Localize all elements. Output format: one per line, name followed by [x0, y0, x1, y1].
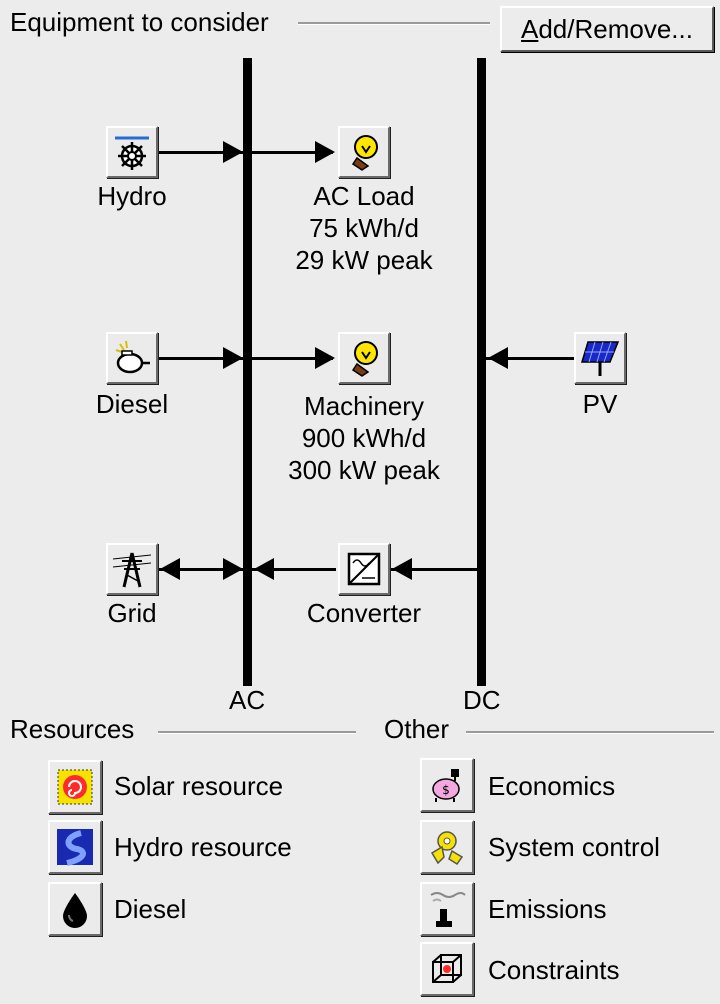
emissions-button[interactable]	[420, 882, 474, 936]
pv-to-dc-arrow	[488, 347, 508, 369]
grid-label: Grid	[107, 598, 157, 628]
diesel-fuel-label[interactable]: Diesel	[114, 894, 187, 924]
dc-bus-label: DC	[463, 685, 501, 715]
smokestack-icon	[430, 892, 466, 927]
hydro-resource-label[interactable]: Hydro resource	[114, 832, 292, 862]
ac-load-peak: 29 kW peak	[295, 245, 433, 275]
diesel-connector	[158, 357, 333, 360]
hydro-button[interactable]	[106, 126, 158, 178]
machinery-button[interactable]	[338, 332, 390, 384]
machinery-energy: 900 kWh/d	[301, 423, 427, 453]
fuel-drop-icon	[63, 893, 87, 928]
ac-load-energy: 75 kWh/d	[309, 213, 419, 243]
ac-to-grid-arrow	[160, 558, 180, 580]
ac-bus-label: AC	[229, 685, 266, 715]
solar-resource-button[interactable]	[48, 760, 102, 814]
hydro-resource-button[interactable]	[48, 820, 102, 874]
economics-button[interactable]: $	[420, 758, 474, 812]
constraints-button[interactable]	[420, 942, 474, 996]
hydro-to-ac-arrow	[223, 141, 243, 163]
pv-connector	[486, 357, 574, 360]
hydro-turbine-icon	[115, 136, 149, 170]
converter-icon	[347, 552, 381, 586]
grid-button[interactable]	[106, 543, 158, 595]
converter-label: Converter	[306, 598, 422, 628]
converter-to-ac-arrow	[254, 558, 274, 580]
equipment-title: Equipment to consider	[10, 7, 269, 37]
hydro-resource-icon	[57, 829, 93, 866]
light-bulb-icon	[351, 341, 378, 377]
ac-bus[interactable]	[243, 58, 252, 686]
piggy-bank-icon: $	[432, 769, 460, 802]
resources-title: Resources	[10, 714, 135, 744]
machinery-peak: 300 kW peak	[288, 455, 440, 485]
add-remove-label: dd/Remove...	[538, 14, 693, 44]
system-control-icon	[430, 831, 464, 866]
pv-label: PV	[582, 389, 618, 419]
svg-text:$: $	[442, 783, 450, 797]
add-remove-mnemonic: A	[521, 14, 539, 44]
solar-resource-label[interactable]: Solar resource	[114, 771, 284, 801]
dc-bus[interactable]	[477, 58, 486, 686]
other-divider	[466, 731, 714, 734]
emissions-label[interactable]: Emissions	[488, 894, 607, 924]
add-remove-button[interactable]: Add/Remove...	[500, 6, 714, 52]
diesel-to-ac-arrow	[223, 347, 243, 369]
ac-load-label: AC Load	[313, 181, 415, 211]
resources-divider	[158, 731, 356, 734]
solar-resource-icon	[57, 769, 93, 805]
power-tower-icon	[112, 552, 152, 588]
hydro-connector	[158, 151, 333, 154]
cube-icon	[432, 954, 462, 983]
system-control-label[interactable]: System control	[488, 832, 660, 862]
dc-converter-connector	[390, 568, 478, 571]
economics-label[interactable]: Economics	[488, 771, 616, 801]
light-bulb-icon	[351, 135, 378, 171]
grid-converter-connector	[158, 568, 336, 571]
dc-to-converter-arrow	[392, 558, 412, 580]
pv-button[interactable]	[574, 332, 626, 384]
diesel-generator-icon	[115, 340, 150, 374]
ac-to-machinery-arrow	[315, 347, 335, 369]
diesel-generator-label: Diesel	[95, 389, 169, 419]
ac-load-button[interactable]	[338, 126, 390, 178]
header-divider	[298, 22, 490, 25]
constraints-label[interactable]: Constraints	[488, 955, 620, 985]
converter-button[interactable]	[338, 543, 390, 595]
hydro-label: Hydro	[97, 181, 167, 211]
ac-to-acload-arrow	[315, 141, 335, 163]
diesel-fuel-button[interactable]	[48, 882, 102, 936]
solar-panel-icon	[580, 341, 620, 376]
system-control-button[interactable]	[420, 820, 474, 874]
diesel-generator-button[interactable]	[106, 332, 158, 384]
grid-to-ac-arrow	[223, 558, 243, 580]
other-title: Other	[384, 714, 450, 744]
machinery-label: Machinery	[304, 391, 424, 421]
